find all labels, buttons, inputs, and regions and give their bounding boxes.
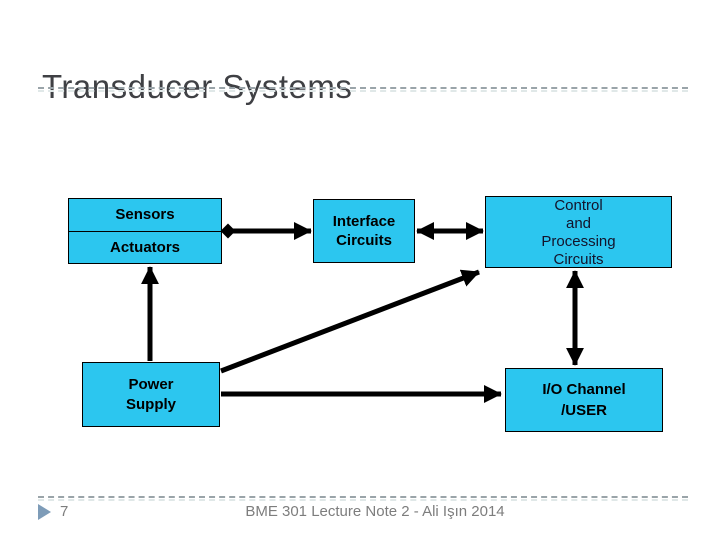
- slide-title: Transducer Systems: [42, 68, 353, 106]
- box-label: Power: [128, 375, 174, 393]
- box-label: I/O Channel: [542, 381, 626, 398]
- box-control-processing-circuits: Control and Processing Circuits: [485, 196, 672, 268]
- footer-credit: BME 301 Lecture Note 2 - Ali Işın 2014: [245, 503, 505, 520]
- box-label: Sensors: [115, 206, 175, 224]
- actuators-cell: Actuators: [69, 232, 221, 264]
- box-label: Processing: [541, 233, 616, 250]
- box-label: and: [565, 215, 592, 232]
- box-label: Interface: [332, 213, 396, 230]
- box-io-channel-user: I/O Channel /USER: [505, 368, 663, 432]
- box-interface-circuits: Interface Circuits: [313, 199, 415, 263]
- box-label: Actuators: [109, 238, 180, 256]
- box-label: /USER: [561, 402, 607, 419]
- page-marker-triangle-icon: [38, 504, 51, 520]
- page-number: 7: [60, 503, 69, 520]
- sensors-cell: Sensors: [69, 199, 221, 232]
- title-divider-line: [38, 87, 688, 89]
- box-label: Supply: [125, 395, 176, 413]
- box-power-supply: Power Supply: [82, 362, 220, 427]
- title-divider-shadow: [38, 90, 688, 92]
- box-label: Circuits: [336, 232, 392, 249]
- box-label: Circuits: [553, 251, 604, 268]
- footer-divider-shadow: [38, 499, 688, 501]
- box-sensors-actuators: Sensors Actuators: [68, 198, 222, 264]
- box-label: Control: [554, 197, 603, 214]
- arrow-power-to-control-diagonal: [220, 269, 480, 374]
- footer-divider-line: [38, 496, 688, 498]
